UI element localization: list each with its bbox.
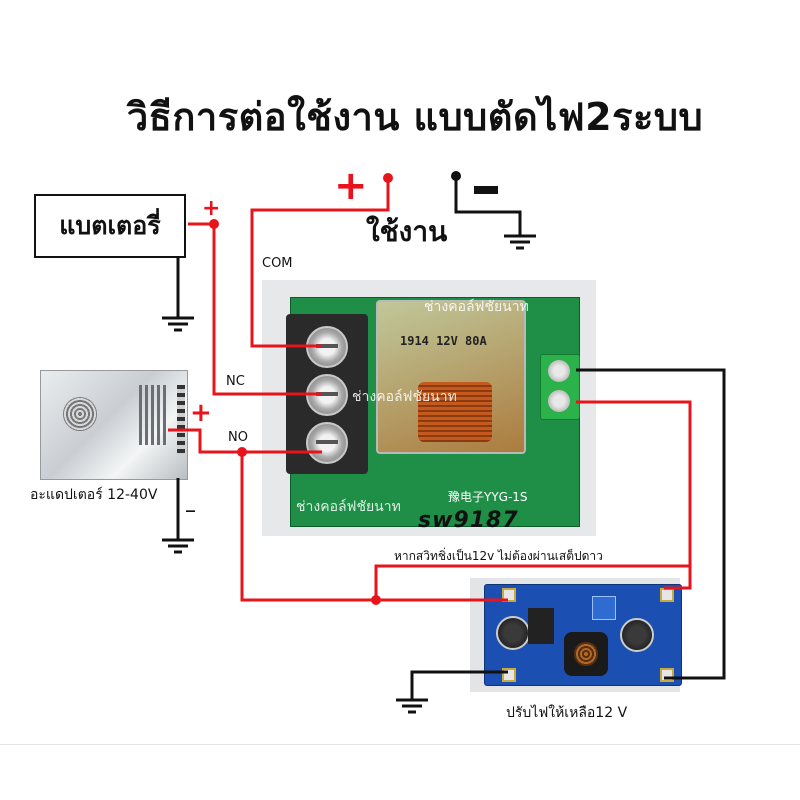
relay-coil xyxy=(418,382,492,442)
load-minus-sign xyxy=(474,186,498,194)
capacitor-icon xyxy=(496,616,530,650)
junction-dot xyxy=(237,447,247,457)
page-title: วิธีการต่อใช้งาน แบบตัดไฟ2ระบบ xyxy=(126,95,704,139)
adapter-minus-sign: _ xyxy=(186,492,195,513)
adapter-terminals xyxy=(177,385,185,455)
junction-dot xyxy=(383,173,393,183)
junction-dot xyxy=(209,219,219,229)
no-buck-wire xyxy=(240,452,508,602)
watermark: ช่างคอล์ฟชัยนาท xyxy=(424,299,529,315)
battery-plus-sign: + xyxy=(202,196,221,221)
ground-icon xyxy=(162,538,194,554)
junction-dots xyxy=(209,171,461,605)
ground-symbols xyxy=(162,234,536,714)
trimmer-pot-icon xyxy=(592,596,616,620)
adapter-label: อะแดปเตอร์ 12-40V xyxy=(30,487,158,503)
model-label: sw9187 xyxy=(418,508,519,533)
ground-icon xyxy=(504,234,536,250)
no-label: NO xyxy=(228,430,248,445)
buck-label: ปรับไฟให้เหลือ12 V xyxy=(506,705,628,721)
vent-icon xyxy=(139,385,169,445)
coil-screw-icon xyxy=(548,360,570,382)
fan-icon xyxy=(63,397,97,431)
adapter-plus-sign: + xyxy=(190,398,212,428)
power-adapter-photo xyxy=(40,370,188,480)
coil-screw-icon xyxy=(548,390,570,412)
regulator-chip xyxy=(528,608,554,644)
nc-label: NC xyxy=(226,374,245,389)
battery-box: แบตเตอรี่ xyxy=(34,194,186,258)
buck-in-ground-wire xyxy=(410,670,508,700)
watermark: ช่างคอล์ฟชัยนาท xyxy=(352,389,457,405)
ground-icon xyxy=(162,316,194,332)
adapter-no-wire xyxy=(168,428,322,454)
buck-coil-wire xyxy=(576,400,692,590)
load-positive-wire xyxy=(250,178,390,348)
junction-dot xyxy=(371,595,381,605)
buck-coil-ground-wire xyxy=(576,368,726,680)
battery-label: แบตเตอรี่ xyxy=(59,211,161,240)
capacitor-icon xyxy=(620,618,654,652)
load-label: ใช้งาน xyxy=(366,215,448,248)
inductor-icon xyxy=(564,632,608,676)
pcb-marking: 豫电子YYG-1S xyxy=(448,490,528,504)
bypass-note: หากสวิทชิ่งเป็น12v ไม่ต้องผ่านเสต็ปดาว xyxy=(394,549,603,563)
ground-icon xyxy=(396,698,428,714)
divider xyxy=(0,744,800,745)
battery-nc-wire xyxy=(188,222,322,396)
positive-wires xyxy=(168,178,692,602)
no-screw-icon xyxy=(306,422,348,464)
watermark: ช่างคอล์ฟชัยนาท xyxy=(296,499,401,515)
com-label: COM xyxy=(262,256,293,271)
relay-coil-marking: 1914 12V 80A xyxy=(400,334,487,348)
load-plus-sign: + xyxy=(334,163,368,209)
ground-wires xyxy=(176,176,726,700)
junction-dot xyxy=(451,171,461,181)
load-ground-wire xyxy=(454,176,522,236)
bypass-note-wire xyxy=(374,564,690,600)
relay-body xyxy=(376,300,526,454)
